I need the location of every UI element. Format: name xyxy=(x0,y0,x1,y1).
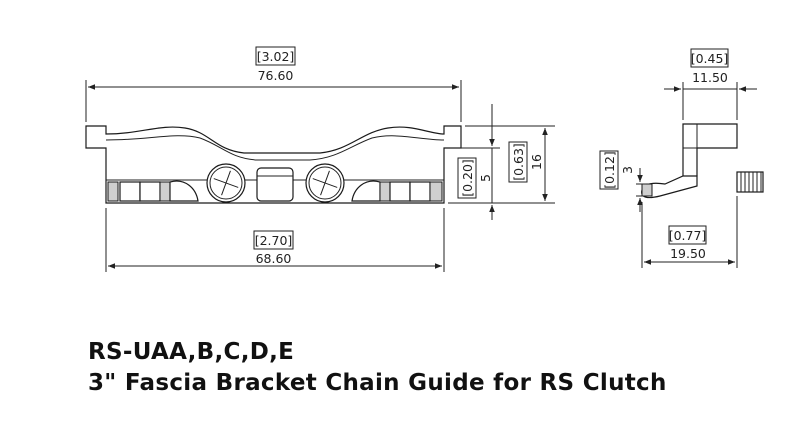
side-view xyxy=(641,123,764,199)
total-height-in: [0.63] xyxy=(511,143,526,181)
product-name: 3" Fascia Bracket Chain Guide for RS Clu… xyxy=(88,370,667,396)
tab-height-in: [0.12] xyxy=(602,151,617,189)
threaded-stud xyxy=(736,171,764,193)
side-top-width-mm: 11.50 xyxy=(692,70,728,85)
front-view xyxy=(85,125,462,204)
side-depth-mm: 19.50 xyxy=(670,246,706,261)
tab-height-mm: 3 xyxy=(620,166,635,174)
base-width-in: [2.70] xyxy=(255,233,293,248)
dim-heights: [0.20] 5 [0.63] 16 xyxy=(448,104,555,220)
dim-side-depth: [0.77] 19.50 xyxy=(641,196,738,268)
dim-overall-width: [3.02] 76.60 xyxy=(85,46,462,122)
model-number: RS-UAA,B,C,D,E xyxy=(88,339,295,365)
dim-tab-height: [0.12] 3 xyxy=(599,150,646,212)
base-width-mm: 68.60 xyxy=(256,251,292,266)
dim-side-top-width: [0.45] 11.50 xyxy=(664,48,757,120)
side-depth-in: [0.77] xyxy=(669,228,707,243)
lower-height-in: [0.20] xyxy=(460,159,475,197)
lower-height-mm: 5 xyxy=(478,174,493,182)
total-height-mm: 16 xyxy=(529,154,544,170)
overall-width-mm: 76.60 xyxy=(258,68,294,83)
dim-base-width: [2.70] 68.60 xyxy=(105,208,445,272)
side-top-width-in: [0.45] xyxy=(691,51,729,66)
overall-width-in: [3.02] xyxy=(257,49,295,64)
